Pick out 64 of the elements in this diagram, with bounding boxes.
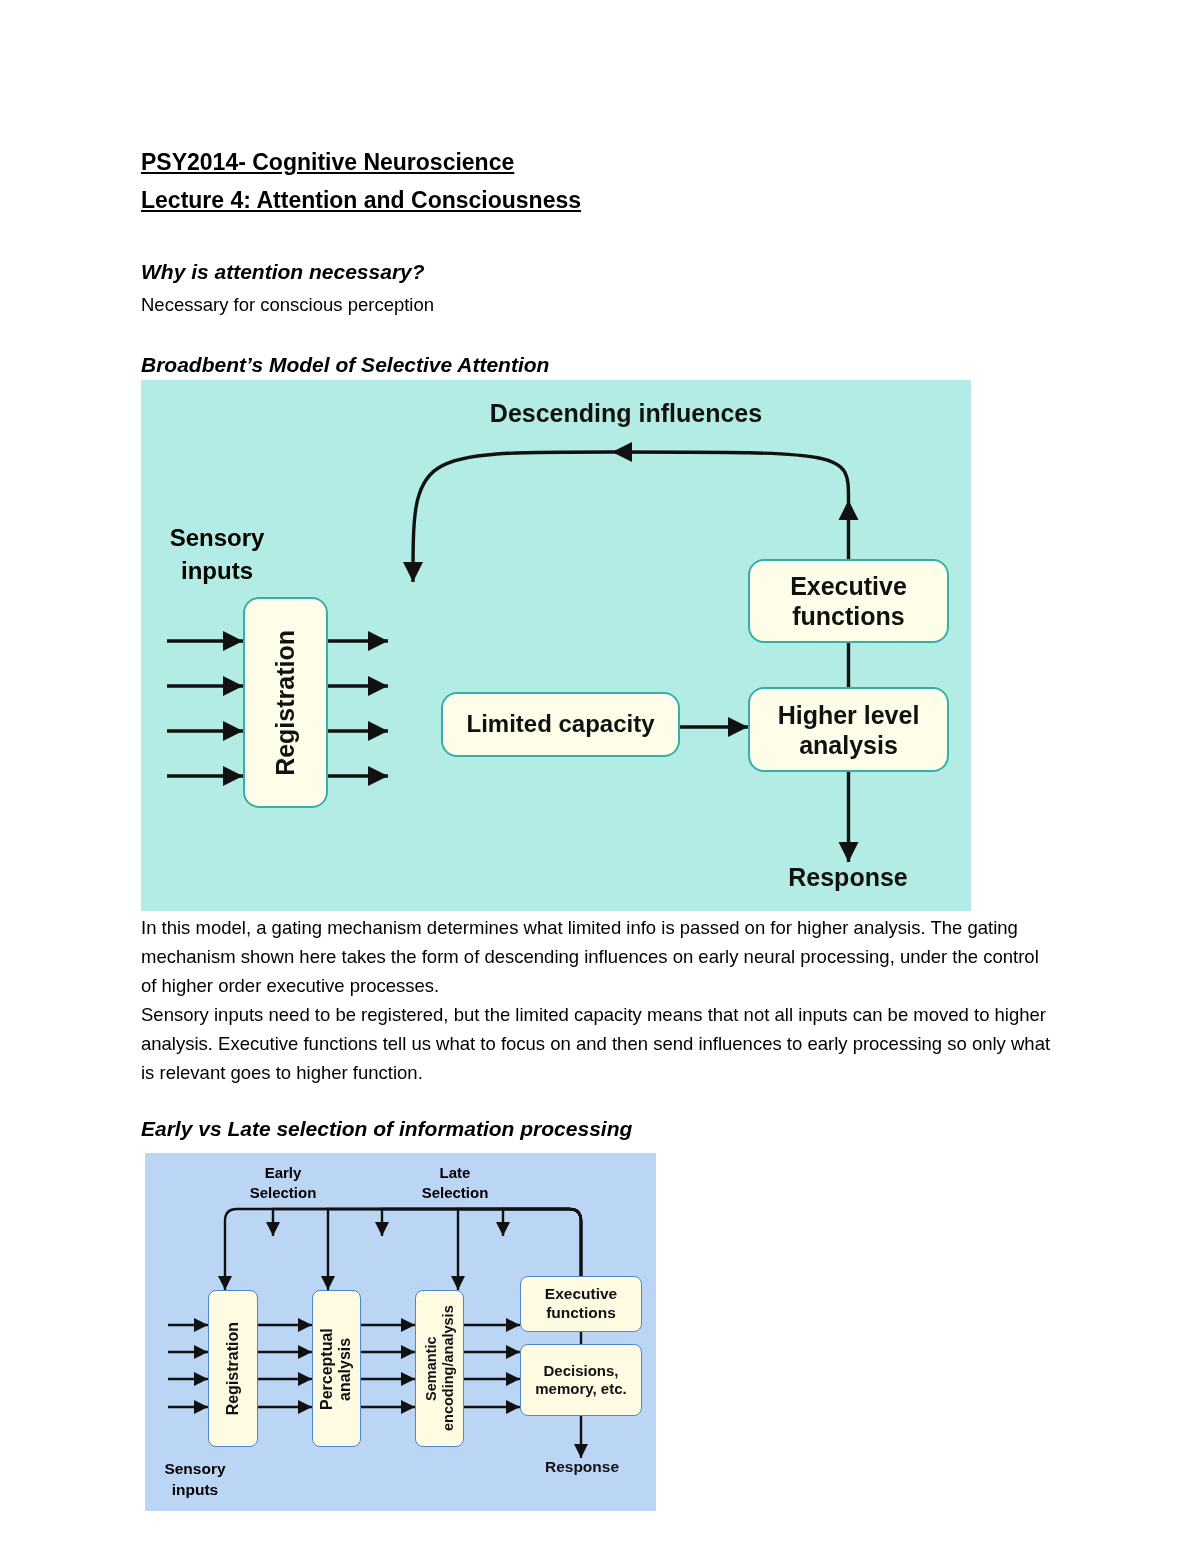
process-box — [208, 1290, 258, 1447]
arrow — [464, 1371, 520, 1387]
section-heading: Why is attention necessary? — [141, 259, 425, 285]
arrow — [167, 675, 243, 697]
box-label: Executive functions — [789, 571, 908, 631]
arrow — [168, 1399, 208, 1415]
feedback-arrow — [403, 442, 859, 582]
arrow — [168, 1371, 208, 1387]
arrow — [361, 1371, 415, 1387]
arrow — [168, 1344, 208, 1360]
page-title: PSY2014- Cognitive Neuroscience — [141, 148, 515, 177]
box-label: Semantic encoding/analysis — [422, 1304, 457, 1434]
body-paragraph: In this model, a gating mechanism determines what limited info is passed on for higher analysis. The gating mechanism shown here takes the form of descending influences on early neural processing, under the control of higher order executive processes. — [141, 916, 1040, 998]
arrow — [680, 716, 748, 738]
arrow — [464, 1317, 520, 1333]
process-box — [415, 1290, 464, 1447]
lecture-heading: Lecture 4: Attention and Consciousness — [141, 186, 582, 215]
arrow — [464, 1399, 520, 1415]
process-box — [520, 1276, 642, 1332]
process-box — [520, 1344, 642, 1416]
arrow — [361, 1344, 415, 1360]
input-label: Sensory inputs — [169, 523, 265, 586]
arrow — [464, 1344, 520, 1360]
arrow — [167, 765, 243, 787]
arrow — [361, 1317, 415, 1333]
box-label: Registration — [271, 629, 300, 776]
input-label: Sensory inputs — [164, 1459, 226, 1500]
arrow — [838, 772, 859, 862]
box-label: Perceptual analysis — [318, 1326, 355, 1412]
response-label: Response — [544, 1458, 620, 1477]
arrow — [328, 630, 388, 652]
arrow — [361, 1399, 415, 1415]
arrow — [573, 1416, 589, 1458]
box-label: Higher level analysis — [776, 699, 921, 760]
process-box — [748, 687, 949, 772]
process-box — [441, 692, 680, 757]
response-label: Response — [788, 862, 908, 892]
arrow — [168, 1317, 208, 1333]
arrow — [328, 720, 388, 742]
edge-label: Descending influences — [489, 398, 763, 428]
arrow — [258, 1399, 312, 1415]
arrow — [258, 1317, 312, 1333]
body-paragraph: Sensory inputs need to be registered, but the limited capacity means that not all inputs can be moved to higher analysis. Executive functions tell us what to focus on and then send influences to early processing so only what is relevant goes to higher function. — [141, 1003, 1052, 1085]
connector-line — [846, 643, 851, 687]
arrow — [167, 720, 243, 742]
arrow — [328, 765, 388, 787]
arrow — [258, 1371, 312, 1387]
box-label: Decisions, memory, etc. — [534, 1362, 628, 1398]
arrow — [167, 630, 243, 652]
selection-label: Late Selection — [421, 1163, 489, 1203]
arrow — [258, 1344, 312, 1360]
connector-line — [579, 1332, 583, 1344]
process-box — [748, 559, 949, 643]
arrow — [328, 675, 388, 697]
section-heading: Early vs Late selection of information processing — [141, 1116, 633, 1142]
process-box — [312, 1290, 361, 1447]
selection-label: Early Selection — [249, 1163, 317, 1203]
section-heading: Broadbent’s Model of Selective Attention — [141, 352, 550, 378]
box-label: Executive functions — [543, 1285, 619, 1323]
box-label: Limited capacity — [466, 710, 655, 739]
process-box — [243, 597, 328, 808]
feedback-arrow — [495, 1207, 583, 1276]
box-label: Registration — [223, 1321, 242, 1416]
body-text: Necessary for conscious perception — [141, 293, 435, 317]
